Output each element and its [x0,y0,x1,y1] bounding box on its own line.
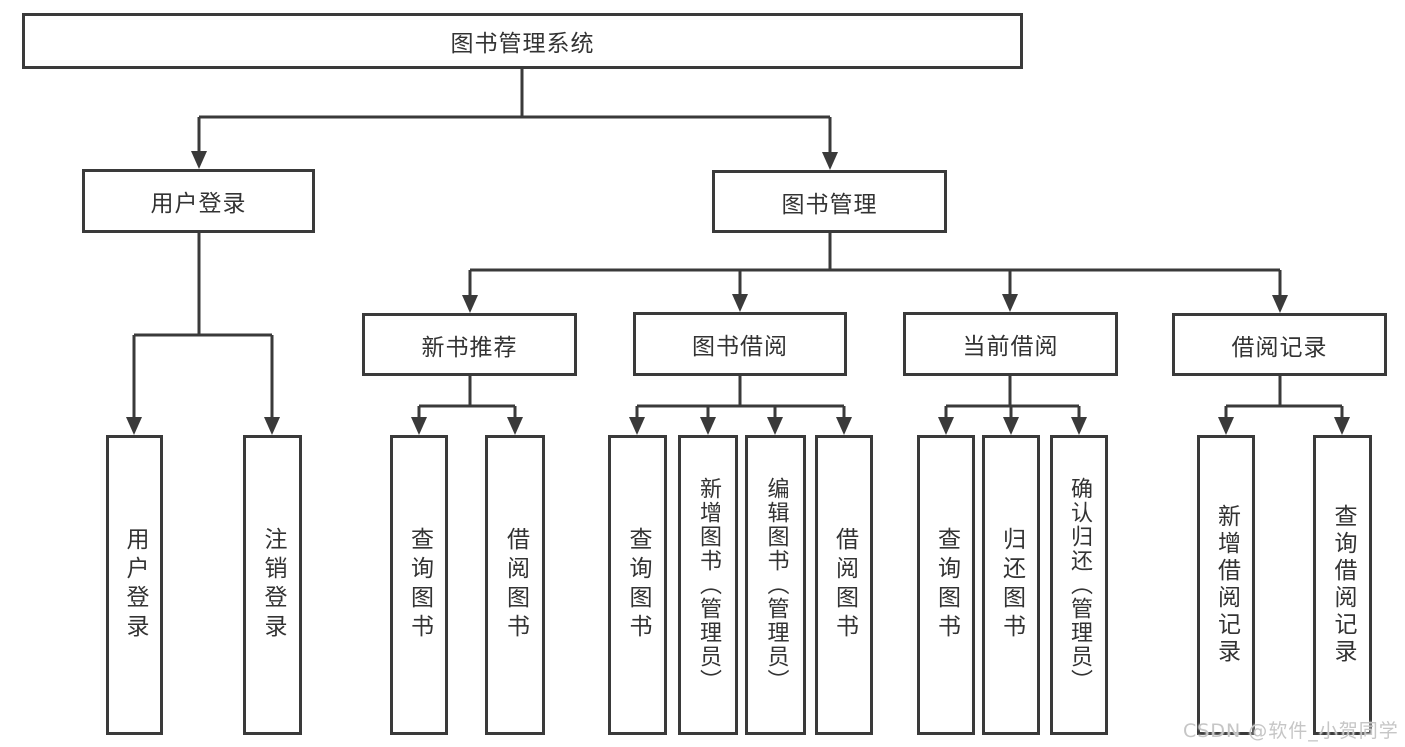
csdn-watermark: CSDN @软件_小贺同学 [1183,720,1399,742]
node-new-book-recommend-label: 新书推荐 [421,334,518,361]
leaf-user-login: 用户登录 [106,435,163,735]
node-borrow-records-label: 借阅记录 [1231,334,1328,361]
node-borrow-records: 借阅记录 [1172,313,1387,376]
leaf-logout-login: 注销登录 [243,435,302,735]
leaf-records-add-record-label: 新增借阅记录 [1213,504,1240,666]
leaf-records-add-record: 新增借阅记录 [1197,435,1255,735]
leaf-records-query-record: 查询借阅记录 [1313,435,1372,735]
node-user-login: 用户登录 [82,169,315,233]
node-library-system-label: 图书管理系统 [450,31,595,57]
node-current-borrowing-label: 当前借阅 [962,334,1059,360]
leaf-borrowing-query-books: 查询图书 [608,435,667,735]
leaf-borrowing-borrow-books: 借阅图书 [815,435,873,735]
leaf-current-return-books-label: 归还图书 [998,527,1025,643]
leaf-recommend-query-books: 查询图书 [390,435,448,735]
node-new-book-recommend: 新书推荐 [362,313,577,376]
node-book-borrowing-label: 图书借阅 [692,334,788,360]
node-book-management-label: 图书管理 [781,191,878,218]
node-user-login-label: 用户登录 [150,191,247,217]
leaf-user-login-label: 用户登录 [122,527,148,643]
node-book-management: 图书管理 [712,170,947,233]
leaf-recommend-borrow-books-label: 借阅图书 [502,527,529,643]
leaf-current-return-books: 归还图书 [982,435,1040,735]
leaf-current-query-books-label: 查询图书 [933,527,960,643]
leaf-borrowing-add-books-admin: 新增图书（管理员） [678,435,738,735]
leaf-borrowing-query-books-label: 查询图书 [625,527,651,643]
leaf-logout-login-label: 注销登录 [260,527,286,643]
leaf-recommend-borrow-books: 借阅图书 [485,435,545,735]
leaf-records-query-record-label: 查询借阅记录 [1330,504,1356,666]
leaf-current-confirm-return-admin-label: 确认归还（管理员） [1067,477,1092,693]
leaf-borrowing-add-books-admin-label: 新增图书（管理员） [696,477,721,693]
node-book-borrowing: 图书借阅 [633,312,847,376]
leaf-borrowing-edit-books-admin: 编辑图书（管理员） [745,435,806,735]
node-current-borrowing: 当前借阅 [903,312,1118,376]
leaf-borrowing-borrow-books-label: 借阅图书 [831,527,858,643]
leaf-current-query-books: 查询图书 [917,435,975,735]
leaf-current-confirm-return-admin: 确认归还（管理员） [1050,435,1108,735]
leaf-borrowing-edit-books-admin-label: 编辑图书（管理员） [763,477,789,693]
node-library-system: 图书管理系统 [22,13,1023,69]
leaf-recommend-query-books-label: 查询图书 [406,527,433,643]
